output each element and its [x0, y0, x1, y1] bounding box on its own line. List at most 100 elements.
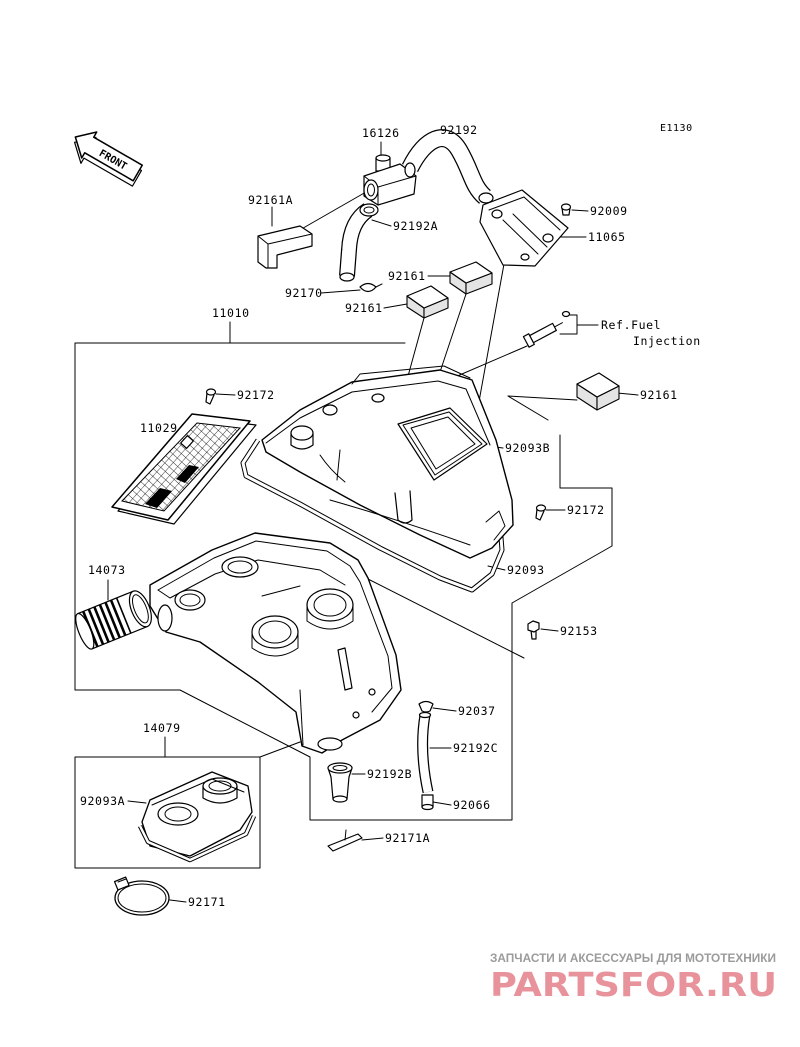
pad-top — [576, 372, 620, 398]
sensor-body — [529, 322, 557, 344]
cap-bottom — [332, 795, 348, 803]
callout-92161-c: 92161 — [640, 388, 678, 402]
housing-divider — [261, 585, 301, 597]
pad-top — [406, 285, 449, 309]
screw-92172-b — [535, 504, 547, 521]
cover-body — [261, 369, 514, 559]
housing-opening-bore — [179, 593, 201, 607]
clip-body — [418, 700, 434, 713]
hose-fill — [403, 130, 491, 203]
watermark-tagline: ЗАПЧАСТИ И АКСЕССУАРЫ ДЛЯ МОТОТЕХНИКИ — [490, 953, 776, 965]
lower-cover-stack — [202, 777, 238, 795]
filter-seal — [145, 488, 172, 508]
callout-92171a: 92171A — [385, 831, 430, 845]
callout-92171: 92171 — [188, 895, 226, 909]
valve-16126 — [363, 154, 417, 206]
plate-hole — [542, 233, 554, 243]
pad-92161-c — [576, 372, 620, 411]
duct-rib — [104, 601, 121, 639]
callout-92161-b: 92161 — [345, 301, 383, 315]
pad-92161a — [257, 225, 313, 269]
plug-92066 — [421, 794, 434, 811]
link-lower-cover — [259, 741, 301, 758]
cover-rib — [319, 454, 346, 483]
duct-ribs — [82, 597, 132, 648]
leader-92161-c — [616, 392, 639, 396]
stack-side — [306, 604, 354, 630]
cover-top-edge — [265, 380, 491, 446]
velocity-stack-bore — [258, 620, 292, 644]
housing-drain — [317, 737, 343, 751]
valve-port-bore — [367, 183, 375, 197]
fuel-injection-sensor — [522, 310, 571, 348]
screw-shaft — [535, 508, 545, 521]
leader-92161a-valve — [297, 191, 367, 232]
cover-nipple — [371, 393, 385, 403]
leader-92171a — [361, 837, 384, 841]
housing-edge — [299, 689, 304, 746]
leader-92171 — [169, 899, 187, 903]
hose-92192c — [417, 711, 434, 794]
pad-body — [257, 225, 313, 269]
housing-screw-hole — [368, 688, 376, 696]
callout-92192b: 92192B — [367, 767, 412, 781]
plate-hook — [344, 829, 347, 841]
duct-rib — [98, 604, 116, 641]
reference-fuel-injection-line1: Ref.Fuel — [601, 318, 661, 332]
screw-head — [560, 203, 572, 211]
lower-cover-14079 — [137, 771, 257, 863]
clamp-band-inner — [117, 883, 167, 913]
duct-rib — [115, 597, 132, 634]
callout-14073: 14073 — [88, 563, 126, 577]
callout-92037: 92037 — [458, 704, 496, 718]
callout-92009: 92009 — [590, 204, 628, 218]
callout-11029: 11029 — [140, 421, 178, 435]
sensor-connector — [522, 333, 535, 348]
cover-tab — [485, 510, 506, 541]
cap-top-bore — [332, 765, 348, 771]
housing-screw-hole — [352, 711, 360, 719]
plate-body — [479, 189, 569, 267]
plate-ridge — [502, 219, 539, 255]
leader-92037 — [432, 707, 457, 712]
duct-outlet-bore — [132, 594, 149, 624]
leader-ref-fuel-bracket — [559, 314, 578, 335]
cap-92192b — [327, 762, 353, 803]
gasket-92093a — [138, 815, 256, 862]
housing-rim — [157, 540, 393, 713]
leader-92170 — [320, 289, 361, 294]
lower-housing — [149, 532, 402, 754]
hose-end — [339, 272, 355, 282]
callout-16126: 16126 — [362, 126, 400, 140]
callout-labels: 16126 92192 92161A 92192A 92009 11065 92… — [80, 123, 700, 909]
callout-92161-a: 92161 — [388, 269, 426, 283]
screw-head — [535, 504, 547, 512]
lower-cover-opening-bore — [164, 806, 192, 822]
diagram-code: E1130 — [660, 123, 693, 134]
gasket-92093b — [402, 411, 483, 476]
leader-92192a — [371, 219, 392, 227]
cover-nipple — [322, 404, 338, 416]
bracket-14079 — [74, 756, 261, 869]
clamp-screw-housing — [113, 876, 130, 891]
clip-92170 — [359, 282, 383, 293]
clip-tab — [375, 283, 383, 288]
callout-92066: 92066 — [453, 798, 491, 812]
housing-opening — [174, 589, 206, 611]
callout-11065: 11065 — [588, 230, 626, 244]
intake-duct-14073 — [75, 590, 152, 650]
filter-seal — [176, 465, 199, 483]
clip-92037 — [418, 700, 434, 713]
valve-outlet — [404, 162, 416, 178]
filter-mesh — [121, 422, 242, 512]
hose-fitting-bore — [363, 206, 375, 214]
plate-11065 — [479, 189, 569, 267]
plate-body — [327, 833, 363, 852]
air-filter-element-11029 — [111, 413, 257, 525]
hose-end — [478, 192, 494, 204]
lower-cover-opening — [157, 802, 199, 826]
callout-92192a: 92192A — [393, 219, 438, 233]
leader-92093a — [127, 800, 147, 804]
